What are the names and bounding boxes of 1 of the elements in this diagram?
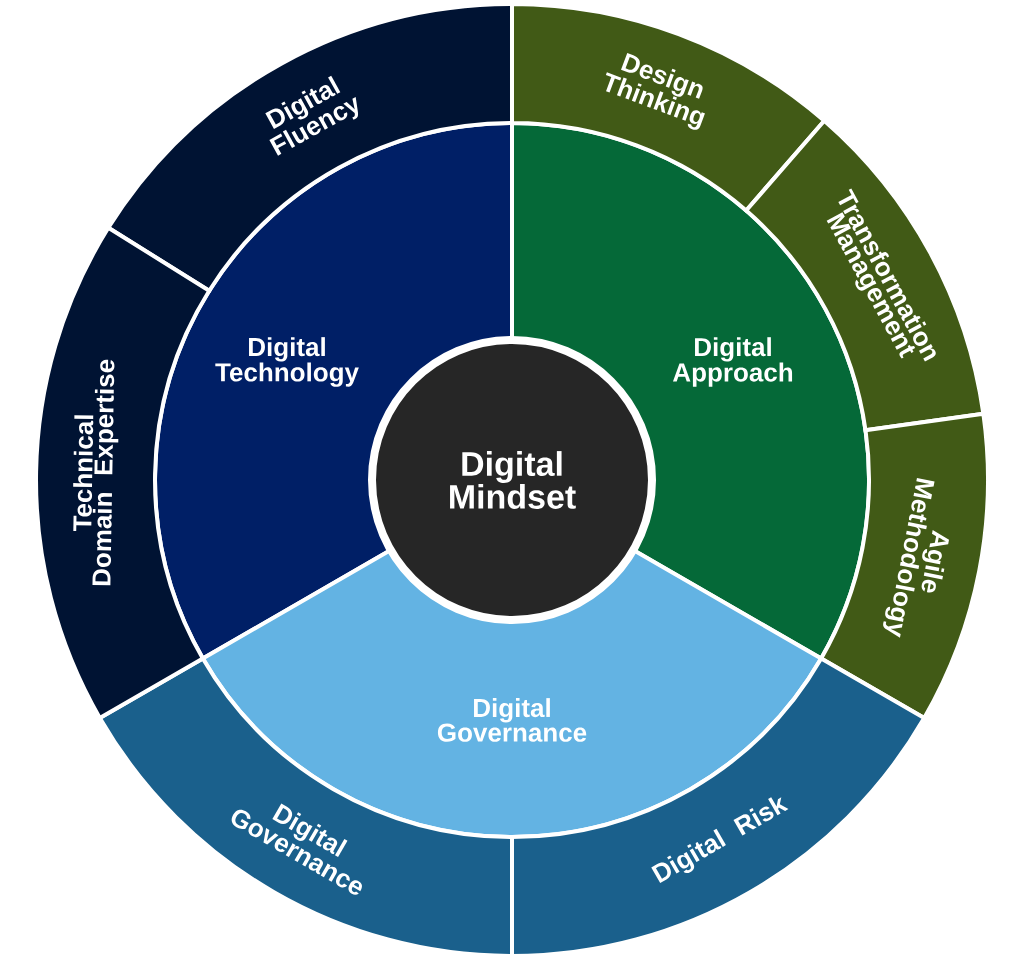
ring-segment: Technical Domain Expertise xyxy=(34,225,212,720)
